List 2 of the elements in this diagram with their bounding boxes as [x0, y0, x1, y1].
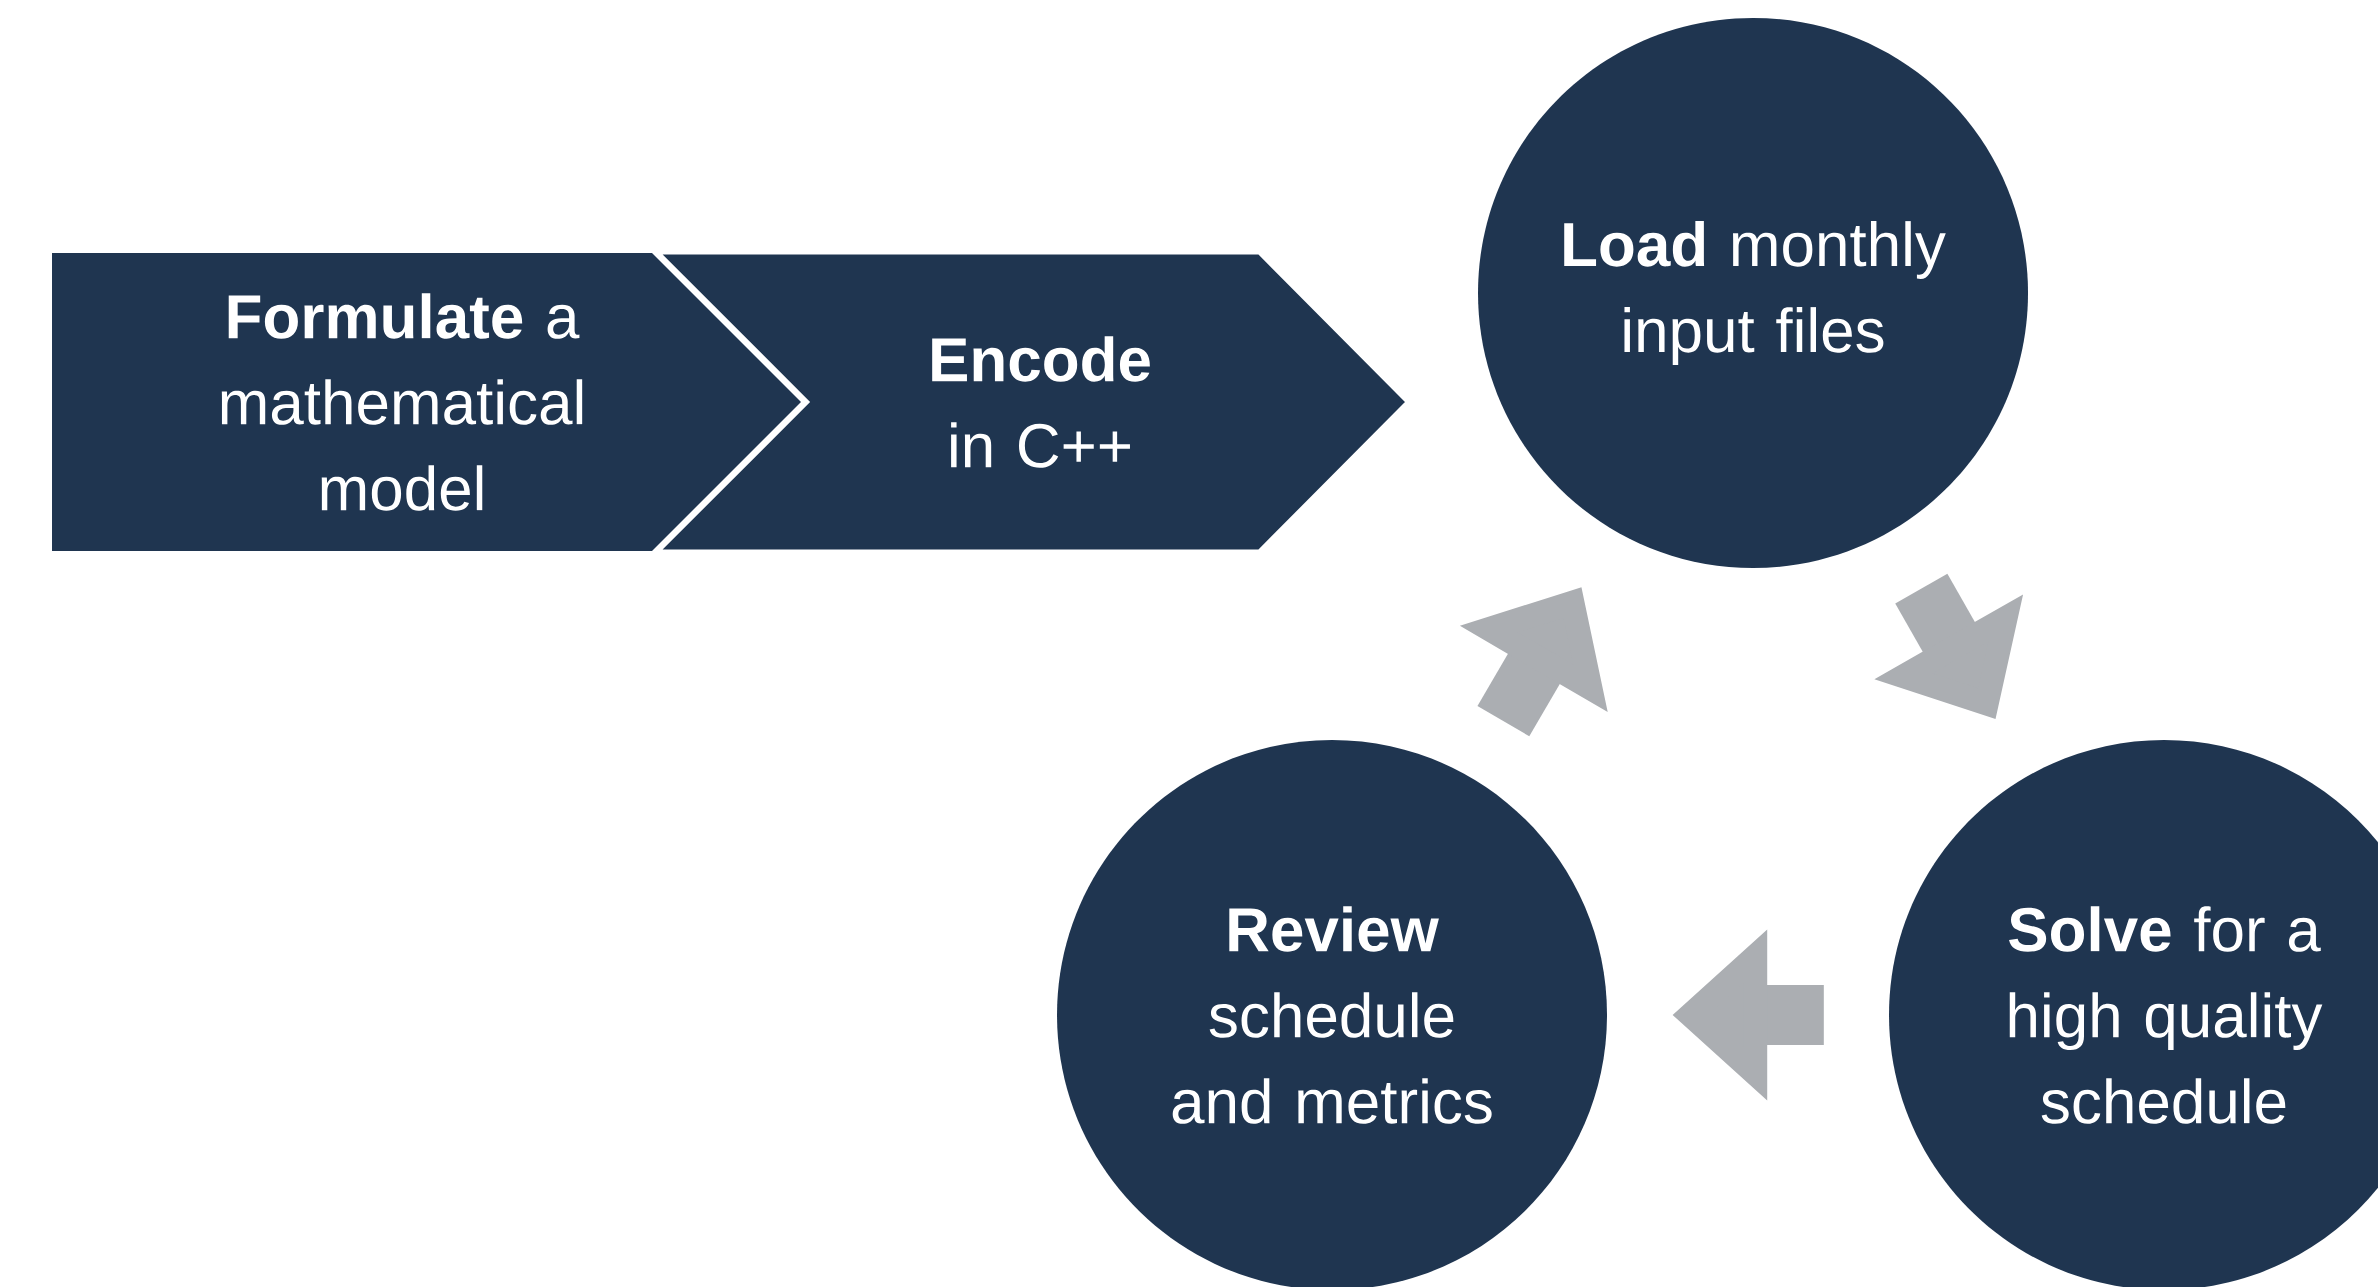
- node-label: Formulate a mathematical model: [221, 293, 583, 511]
- process-arrow-box: Formulate a mathematical model: [52, 253, 801, 551]
